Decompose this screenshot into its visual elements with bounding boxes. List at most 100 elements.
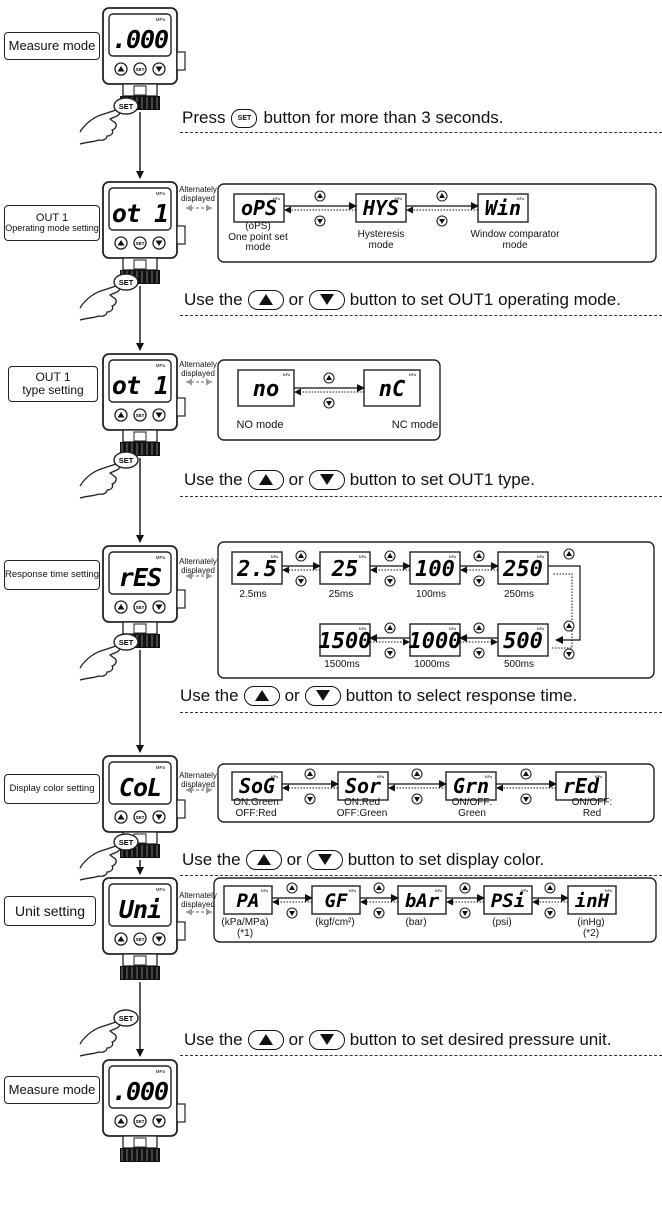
- down-button-icon: [384, 647, 396, 659]
- svg-text:SET: SET: [136, 67, 145, 72]
- lcd-display: [223, 885, 273, 915]
- mpa-unit-label: MPa: [377, 775, 384, 779]
- down-button-icon: [436, 215, 448, 227]
- lcd-display: [497, 623, 549, 657]
- lcd-value: bAr: [405, 890, 440, 912]
- mpa-unit-label: MPa: [537, 627, 544, 631]
- lcd-display: [231, 771, 283, 801]
- alternately-displayed-arrow: [186, 908, 212, 916]
- up-button-icon: [520, 768, 532, 780]
- up-button-icon: [295, 550, 307, 562]
- lcd-value: nC: [379, 377, 406, 402]
- device-port: [133, 1137, 147, 1148]
- option-label: NC mode: [391, 419, 439, 431]
- device-screen: [108, 551, 172, 595]
- option-label: Window comparator mode: [470, 229, 560, 251]
- down-button-icon: [295, 575, 307, 587]
- down-button-icon: [411, 793, 423, 805]
- up-button-icon: [563, 548, 575, 560]
- set-button-icon: [113, 451, 139, 469]
- svg-text:SET: SET: [136, 937, 145, 942]
- up-button-icon: [544, 882, 556, 894]
- down-button-icon: [152, 600, 166, 614]
- down-button-icon: [152, 1114, 166, 1128]
- lcd-display: [445, 771, 497, 801]
- prev-arrow: [446, 898, 484, 906]
- lcd-value: Win: [485, 196, 521, 220]
- option-label: (bar): [405, 917, 427, 928]
- up-button-icon: [247, 290, 284, 310]
- prev-arrow: [532, 898, 568, 906]
- option-label: 500ms: [503, 659, 534, 670]
- lcd-display: [355, 193, 407, 223]
- device-screen: [108, 883, 172, 927]
- lcd-value: Grn: [453, 774, 489, 798]
- lcd-value: 1000: [409, 629, 462, 654]
- instruction-caption: Use the or button to select response tim…: [180, 686, 578, 706]
- cable-connector: [176, 397, 186, 417]
- down-button-icon: [314, 215, 326, 227]
- device-display-value: ot 1: [112, 371, 168, 400]
- up-button-icon: [286, 882, 298, 894]
- cable-connector: [176, 799, 186, 819]
- device-screen: [108, 187, 172, 231]
- cable-connector: [176, 1103, 186, 1123]
- lcd-display: [567, 885, 617, 915]
- device-screen: [108, 1065, 172, 1109]
- prev-arrow: [496, 784, 556, 792]
- prev-arrow: [284, 206, 356, 214]
- svg-text:SET: SET: [136, 413, 145, 418]
- mpa-unit-label: MPa: [156, 363, 166, 368]
- loop-arrow: [548, 565, 581, 649]
- down-button-icon: [152, 62, 166, 76]
- mpa-unit-label: MPa: [283, 373, 290, 377]
- up-button-icon: [323, 372, 335, 384]
- alternately-displayed-arrow: [186, 572, 212, 580]
- hand-press-icon: SET: [79, 97, 139, 145]
- step-label-response-time: Response time setting: [4, 560, 100, 590]
- mpa-unit-label: MPa: [395, 197, 402, 201]
- lcd-value: rEd: [563, 774, 600, 798]
- lcd-value: PSi: [491, 890, 525, 912]
- up-button-icon: [243, 686, 280, 706]
- option-label: ON/OFF: Red: [571, 797, 613, 819]
- lcd-display: [337, 771, 389, 801]
- divider-line: [180, 1055, 662, 1056]
- up-button-icon: [314, 190, 326, 202]
- prev-arrow: [460, 638, 498, 646]
- instruction-caption: Use the or button to set OUT1 operating …: [184, 290, 621, 310]
- alternately-displayed-arrow: [186, 204, 212, 212]
- mpa-unit-label: MPa: [409, 373, 416, 377]
- divider-line: [180, 875, 662, 876]
- up-button-icon: [114, 236, 128, 250]
- prev-arrow: [282, 566, 320, 574]
- divider-line: [180, 712, 662, 713]
- down-button-icon: [520, 793, 532, 805]
- prev-arrow: [370, 566, 410, 574]
- option-label: Hysteresis mode: [357, 229, 405, 251]
- hand-press-icon: SET: [79, 833, 139, 881]
- lcd-value: 1500: [319, 629, 372, 654]
- hand-press-icon: SET: [79, 1009, 139, 1057]
- mpa-unit-label: MPa: [156, 765, 166, 770]
- svg-text:SET: SET: [119, 278, 134, 287]
- up-button-icon: [473, 550, 485, 562]
- down-button-icon: [152, 408, 166, 422]
- divider-line: [180, 496, 662, 497]
- lcd-value: inH: [575, 890, 610, 912]
- up-button-icon: [114, 408, 128, 422]
- lcd-value: GF: [325, 890, 348, 912]
- step-label-measure-mode-end: Measure mode: [4, 1076, 100, 1104]
- option-label: (kgf/cm²): [315, 917, 355, 928]
- option-label: 250ms: [503, 589, 534, 600]
- down-button-icon: [152, 810, 166, 824]
- option-label: (psi): [492, 917, 512, 928]
- prev-arrow: [406, 206, 478, 214]
- lcd-value: no: [253, 377, 280, 402]
